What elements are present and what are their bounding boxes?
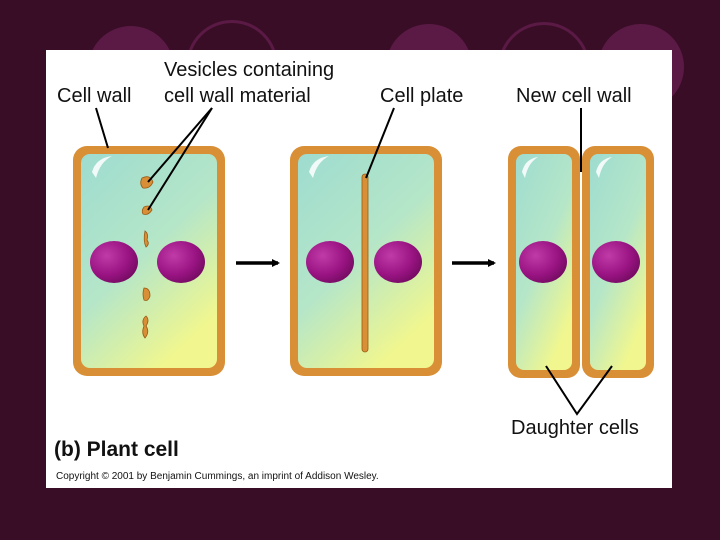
daughter-cells: [508, 146, 654, 378]
label-cell-wall: Cell wall: [57, 85, 131, 107]
cell-with-cell-plate: [290, 146, 442, 376]
label-vesicles-line1: Vesicles containing: [164, 59, 334, 81]
cell-plate: [362, 174, 368, 352]
figure-title: (b) Plant cell: [54, 438, 179, 462]
nucleus: [592, 241, 640, 283]
nucleus: [306, 241, 354, 283]
nucleus: [374, 241, 422, 283]
nucleus: [519, 241, 567, 283]
label-cell-plate: Cell plate: [380, 85, 463, 107]
label-new-cell-wall: New cell wall: [516, 85, 632, 107]
label-vesicles-line2: cell wall material: [164, 85, 311, 107]
nucleus: [157, 241, 205, 283]
label-daughter-cells: Daughter cells: [511, 417, 639, 439]
copyright-text: Copyright © 2001 by Benjamin Cummings, a…: [56, 471, 379, 482]
figure-panel: Cell wall Vesicles containing cell wall …: [46, 50, 672, 488]
nucleus: [90, 241, 138, 283]
